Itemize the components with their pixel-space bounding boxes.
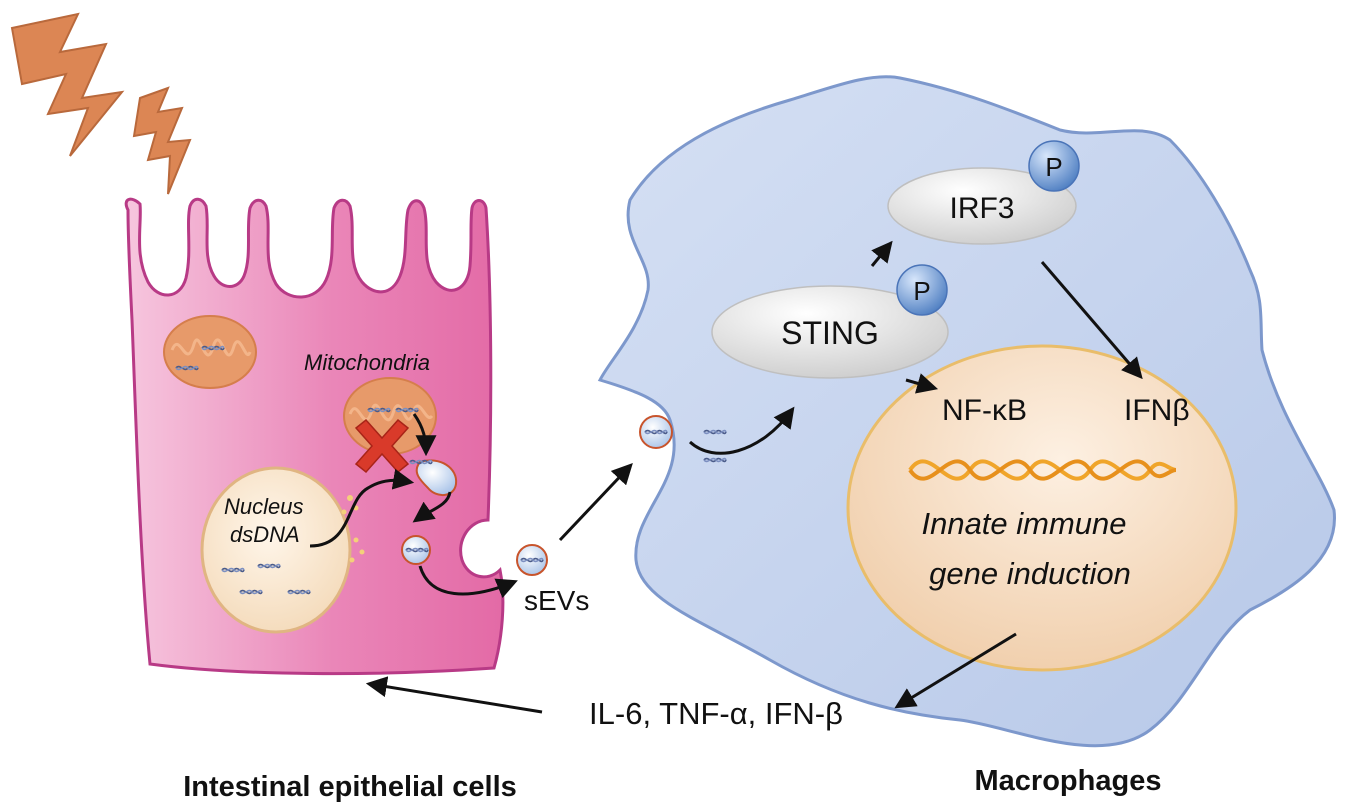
label-irf3: IRF3: [949, 192, 1014, 225]
phosphate-icon: [1028, 140, 1080, 192]
dna-double-helix-icon: [908, 459, 1177, 481]
arrow-nucleus-to-cytokines: [894, 632, 1017, 709]
arrow-mito-to-vesicle: [412, 413, 437, 457]
label-mitochondria: Mitochondria: [304, 350, 430, 375]
arrow-nucleus-to-vesicle: [309, 468, 415, 548]
phosphate-icon: [896, 264, 948, 316]
lightning-bolt-icon: [10, 12, 192, 195]
label-ifnb: IFNβ: [1124, 394, 1190, 427]
irf3-protein: [887, 167, 1077, 245]
nucleus: [200, 466, 352, 634]
arrow-inner-to-sev: [418, 565, 518, 599]
label-sevs: sEVs: [524, 585, 589, 616]
arrow-sting-to-nfkb: [905, 373, 939, 394]
label-sting: STING: [781, 315, 879, 351]
label-cytokines: IL-6, TNF-α, IFN-β: [589, 696, 843, 731]
macrophage-nucleus: [846, 344, 1238, 672]
arrow-dna-to-sting: [688, 406, 795, 455]
sev-uptake: [639, 415, 673, 449]
arrow-sting-to-irf3: [870, 240, 893, 267]
label-phospho-irf3: P: [1045, 152, 1062, 182]
vesicle-intracellular: [401, 535, 431, 565]
mitochondrion-intact: [163, 315, 257, 389]
label-gene-line1: Innate immune: [921, 506, 1126, 541]
red-x-block-icon: [354, 418, 410, 474]
caption-intestinal-epithelial-cells: Intestinal epithelial cells: [183, 771, 517, 803]
label-phospho-sting: P: [913, 276, 930, 306]
arrow-irf3-to-ifnb: [1040, 261, 1143, 380]
forming-vesicle: [409, 459, 458, 496]
arrow-vesicle-to-inner: [412, 491, 452, 523]
sev-released: [516, 544, 548, 576]
label-gene-line2: gene induction: [929, 556, 1131, 591]
sting-protein: [711, 285, 949, 379]
label-nucleus: Nucleus: [224, 494, 303, 519]
label-dsdna: dsDNA: [230, 522, 300, 547]
caption-macrophages: Macrophages: [975, 765, 1162, 797]
label-nfkb: NF-κB: [942, 394, 1027, 427]
arrow-sev-to-macrophage: [558, 462, 633, 542]
arrow-cytokines-to-epithelial: [365, 676, 543, 714]
leaked-dna-dots: [341, 495, 365, 563]
